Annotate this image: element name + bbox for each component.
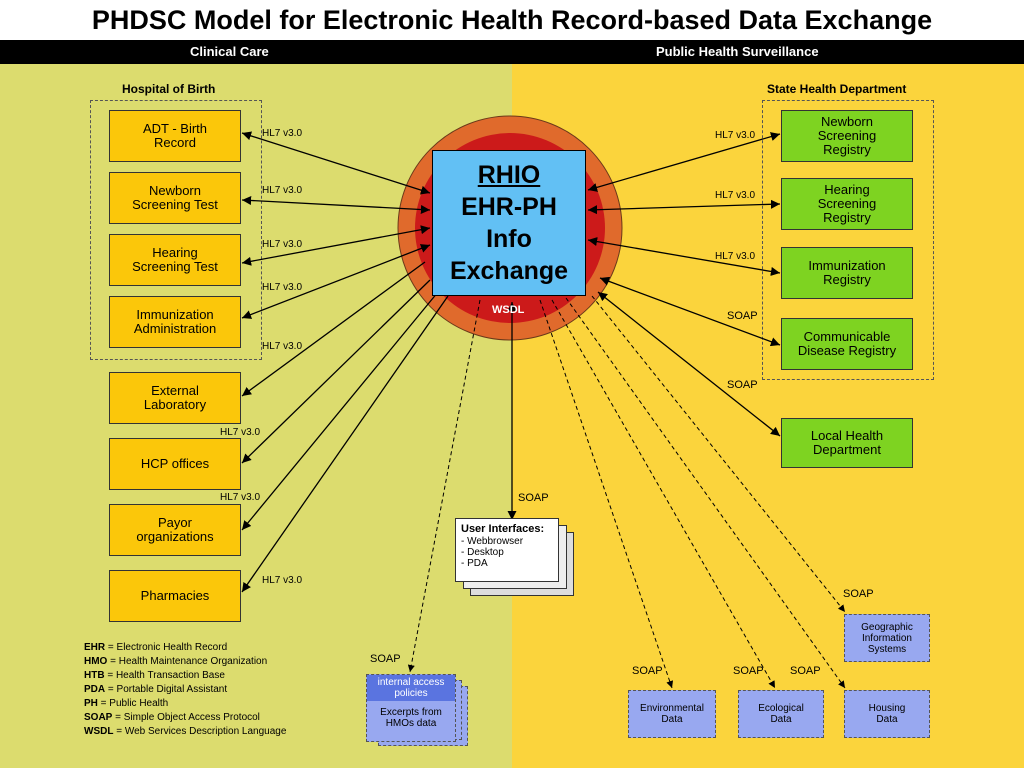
wsdl-label: WSDL — [492, 304, 525, 316]
immunization-administration-box: Immunization Administration — [109, 296, 241, 348]
protocol-label: SOAP — [733, 665, 764, 677]
hcp-offices-box: HCP offices — [109, 438, 241, 490]
protocol-label: SOAP — [727, 379, 758, 391]
protocol-label: SOAP — [518, 492, 549, 504]
protocol-label: SOAP — [727, 310, 758, 322]
newborn-screening-registry-box: Newborn Screening Registry — [781, 110, 913, 162]
hearing-screening-test-box: Hearing Screening Test — [109, 234, 241, 286]
user-interfaces-box: User Interfaces: - Webbrowser - Desktop … — [455, 518, 559, 582]
protocol-label: HL7 v3.0 — [262, 185, 303, 196]
protocol-label: HL7 v3.0 — [715, 130, 756, 141]
user-interfaces-title: User Interfaces: — [461, 523, 545, 535]
payor-organizations-box: Payor organizations — [109, 504, 241, 556]
protocol-label: SOAP — [790, 665, 821, 677]
legend-row: HTB = Health Transaction Base — [84, 670, 225, 681]
clinical-care-label: Clinical Care — [190, 44, 269, 59]
internal-access-policies-label: internal access policies — [367, 675, 455, 701]
legend-row: SOAP = Simple Object Access Protocol — [84, 712, 260, 723]
external-laboratory-box: External Laboratory — [109, 372, 241, 424]
protocol-label: HL7 v3.0 — [715, 251, 756, 262]
immunization-registry-box: Immunization Registry — [781, 247, 913, 299]
public-health-surveillance-label: Public Health Surveillance — [656, 44, 819, 59]
header-band: Clinical Care Public Health Surveillance — [0, 40, 1024, 64]
geographic-information-systems-box: Geographic Information Systems — [844, 614, 930, 662]
abbreviation-legend: EHR = Electronic Health Record HMO = Hea… — [84, 641, 286, 739]
housing-data-box: Housing Data — [844, 690, 930, 738]
rhio-line-exchange: Exchange — [449, 257, 569, 285]
access-policies-box: internal access policies Excerpts from H… — [366, 674, 456, 742]
local-health-department-box: Local Health Department — [781, 418, 913, 468]
legend-row: PDA = Portable Digital Assistant — [84, 684, 228, 695]
rhio-line-ehr-ph: EHR-PH — [461, 193, 557, 221]
protocol-label: HL7 v3.0 — [262, 239, 303, 250]
adt-birth-record-box: ADT - Birth Record — [109, 110, 241, 162]
hearing-screening-registry-box: Hearing Screening Registry — [781, 178, 913, 230]
rhio-title: RHIO — [477, 161, 541, 189]
environmental-data-box: Environmental Data — [628, 690, 716, 738]
protocol-label: HL7 v3.0 — [220, 492, 261, 503]
hospital-of-birth-title: Hospital of Birth — [122, 82, 216, 96]
pharmacies-box: Pharmacies — [109, 570, 241, 622]
ecological-data-box: Ecological Data — [738, 690, 824, 738]
ui-item-desktop: - Desktop — [461, 547, 504, 558]
protocol-label: HL7 v3.0 — [262, 341, 303, 352]
protocol-label: HL7 v3.0 — [715, 190, 756, 201]
protocol-label: SOAP — [632, 665, 663, 677]
excerpts-from-hmos-label: Excerpts from HMOs data — [380, 707, 442, 729]
legend-row: WSDL = Web Services Description Language — [84, 726, 287, 737]
protocol-label: HL7 v3.0 — [262, 128, 303, 139]
legend-row: PH = Public Health — [84, 698, 169, 709]
state-health-department-title: State Health Department — [767, 82, 907, 96]
protocol-label: SOAP — [843, 588, 874, 600]
legend-row: HMO = Health Maintenance Organization — [84, 656, 268, 667]
protocol-label: SOAP — [370, 653, 401, 665]
communicable-disease-registry-box: Communicable Disease Registry — [781, 318, 913, 370]
ui-item-pda: - PDA — [461, 558, 488, 569]
newborn-screening-test-box: Newborn Screening Test — [109, 172, 241, 224]
protocol-label: HL7 v3.0 — [220, 427, 261, 438]
ui-item-webbrowser: - Webbrowser — [461, 536, 524, 547]
rhio-line-info: Info — [486, 225, 532, 253]
rhio-exchange-box: RHIO EHR-PH Info Exchange — [432, 150, 586, 296]
protocol-label: HL7 v3.0 — [262, 282, 303, 293]
page-title: PHDSC Model for Electronic Health Record… — [0, 0, 1024, 40]
legend-row: EHR = Electronic Health Record — [84, 642, 228, 653]
protocol-label: HL7 v3.0 — [262, 575, 303, 586]
